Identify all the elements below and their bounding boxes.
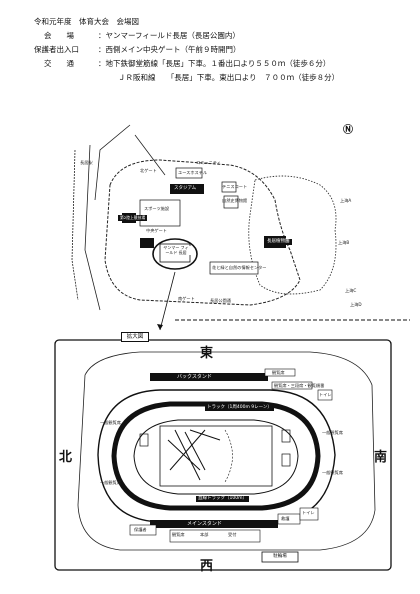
entrance-key: 保護者出入口 (34, 45, 79, 54)
facility-7 (317, 389, 333, 401)
building-9 (223, 195, 239, 209)
building-3 (139, 199, 181, 227)
detail-frame (54, 339, 392, 571)
road-left-1 (71, 149, 79, 301)
road-left-2 (84, 144, 101, 311)
compass-west: 北 (59, 450, 73, 465)
goal-box-right-2 (281, 453, 291, 467)
building-5 (140, 238, 154, 248)
map-label-12: テニスコート (222, 184, 248, 189)
detail-small-7: トイレ (302, 510, 315, 515)
facility-3 (169, 529, 261, 543)
detail-small-11: 一般観覧席 (322, 430, 343, 435)
facility-1 (264, 368, 296, 377)
inset-label: 拡大図 (121, 332, 149, 342)
venue-key: 会 場 (44, 31, 74, 40)
detail-small-5: 受付 (228, 532, 237, 537)
map-label-9: 南ゲート (178, 296, 195, 301)
map-label-5: 中央ゲート (146, 228, 167, 233)
detail-small-2: 本部 (200, 532, 209, 537)
transport-value-2: ＪＲ阪和線 「長居」下車。東出口より ７００ｍ（徒歩８分） (118, 73, 340, 82)
map-label-18: 上海D (350, 302, 362, 307)
detail-small-9: 一般観覧席 (100, 420, 121, 425)
map-label-2: 長居植物園 (265, 239, 292, 245)
track-label: トラック（1周400m 9レーン） (205, 405, 274, 411)
map-label-17: 上海C (345, 288, 357, 293)
detail-small-3: 観覧席 (172, 532, 185, 537)
parking-box (261, 551, 299, 563)
pointer-arrow-head (157, 324, 163, 330)
compass-north: 東 (200, 346, 214, 361)
map-label-6: スポーツ施設 (144, 206, 170, 211)
map-label-1: スタジアム (172, 186, 199, 192)
detail-small-10: 一般観覧席 (100, 480, 121, 485)
page-title: 令和元年度 体育大会 会場図 (34, 17, 139, 26)
map-label-11: 自然史博物館 (222, 198, 248, 203)
main-stand-label: メインスタンド (185, 521, 224, 527)
compass-east: 南 (374, 450, 388, 465)
detail-small-6: 救護 (281, 516, 290, 521)
back-stand-label: バックスタンド (175, 374, 214, 380)
detail-road-outer (77, 351, 376, 551)
goal-box-left (139, 433, 149, 447)
park-outline (104, 159, 301, 306)
map-label-7: ユースホステル (178, 170, 208, 175)
map-label-15: 上海A (340, 198, 352, 203)
botanical-outline (248, 175, 337, 295)
map-label-13: 第2陸上競技場 (118, 215, 148, 221)
field (133, 419, 299, 495)
map-label-0: ヤンマー フィールド 長居 (161, 245, 191, 256)
detail-small-0: 観覧席 (272, 370, 285, 375)
building-8 (221, 181, 237, 193)
detail-small-12: 一般観覧席 (322, 470, 343, 475)
map-label-16: 上海B (338, 240, 350, 245)
building-1 (175, 167, 203, 179)
pitch (159, 425, 273, 487)
goal-box-right (281, 429, 291, 443)
entrance-value: ：西側メイン中央ゲート（午前９時開門） (98, 45, 241, 54)
detail-small-1: 観覧席・三段席・観覧順番 (274, 383, 325, 388)
map-label-14: 長居駅 (80, 160, 93, 165)
straight-label: 直線トラック（100m） (196, 496, 249, 502)
map-label-8: コミュニティ (196, 160, 221, 165)
facility-6 (299, 507, 319, 521)
map-label-10: 北ゲート (140, 168, 157, 173)
detail-small-4: 保護者 (134, 527, 147, 532)
pointer-arrow (159, 271, 176, 331)
facility-2 (271, 381, 313, 390)
building-6 (209, 261, 259, 275)
map-label-4: 長居公園通 (210, 298, 231, 303)
facility-4 (129, 524, 157, 536)
road-diag (134, 134, 166, 176)
detail-small-8: トイレ (319, 392, 332, 397)
north-mark-icon: Ⓝ (343, 125, 353, 136)
compass-south: 西 (200, 559, 214, 574)
transport-key: 交 通 (44, 59, 74, 68)
transport-value: ：地下鉄御堂筋線「長居」下車。１番出口より５５０ｍ（徒歩６分） (98, 59, 331, 68)
parking-label: 駐輪場 (273, 554, 287, 559)
road-left-3 (94, 124, 131, 201)
venue-value: ：ヤンマーフィールド長居（長居公園内） (98, 31, 240, 40)
pitch-marks (167, 429, 221, 481)
map-label-3: 花と緑と自然の情報センター (212, 265, 267, 270)
field-arc (224, 429, 233, 483)
